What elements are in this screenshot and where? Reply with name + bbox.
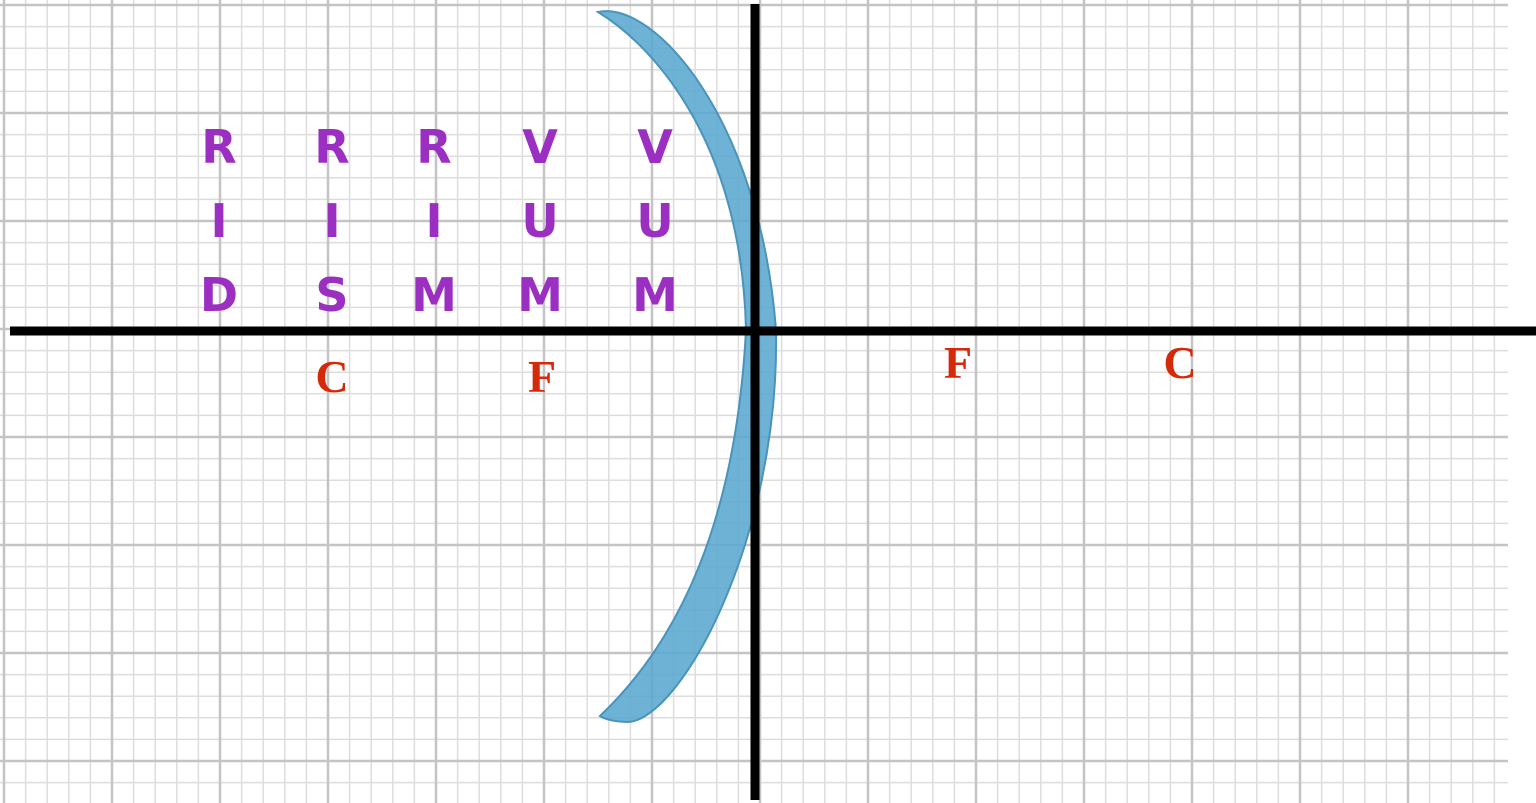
column-3-line-1: R [416, 120, 451, 174]
column-5-line-1: V [637, 120, 673, 174]
column-label-5: V U M [632, 120, 678, 322]
column-3-line-2: I [425, 194, 442, 248]
column-label-4: V U M [517, 120, 563, 322]
focus-label-left: F [528, 351, 556, 402]
column-4-line-3: M [517, 268, 563, 322]
focus-label-right: F [944, 337, 972, 388]
column-1-line-2: I [210, 194, 227, 248]
column-label-3: R I M [411, 120, 457, 322]
center-of-curvature-label-left: C [315, 351, 348, 402]
column-label-1: R I D [200, 120, 238, 322]
concave-mirror [595, 10, 778, 724]
column-5-line-2: U [636, 194, 673, 248]
center-of-curvature-label-right: C [1163, 337, 1196, 388]
column-2-line-1: R [314, 120, 349, 174]
column-1-line-1: R [201, 120, 236, 174]
column-5-line-3: M [632, 268, 678, 322]
column-label-2: R I S [314, 120, 349, 322]
column-1-line-3: D [200, 268, 238, 322]
column-4-line-2: U [521, 194, 558, 248]
column-2-line-3: S [315, 268, 348, 322]
column-4-line-1: V [522, 120, 558, 174]
column-2-line-2: I [323, 194, 340, 248]
column-3-line-3: M [411, 268, 457, 322]
